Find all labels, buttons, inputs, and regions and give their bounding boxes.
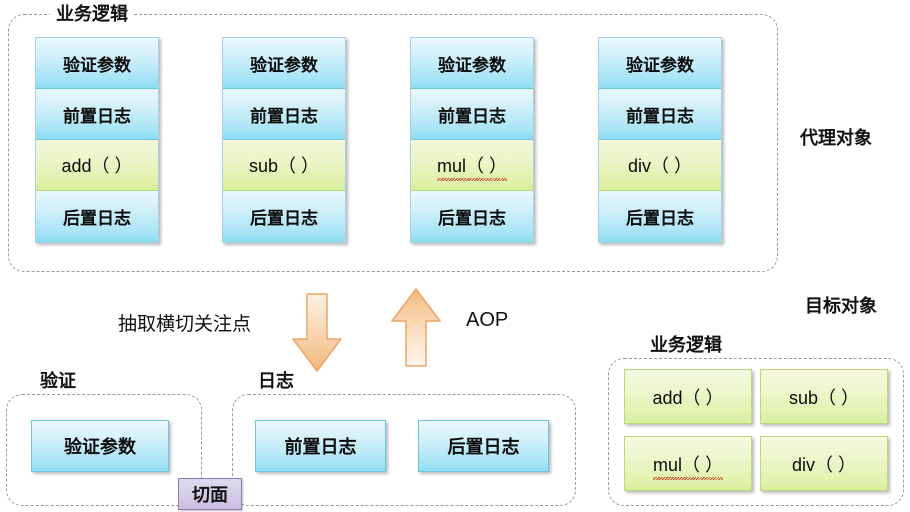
target-object-side-label: 目标对象 (805, 296, 877, 316)
target-business-logic-label: 业务逻辑 (644, 335, 728, 355)
proxy-cell-before-log: 前置日志 (599, 89, 721, 140)
proxy-cell-after-log: 后置日志 (411, 191, 533, 242)
proxy-cell-after-log: 后置日志 (36, 191, 158, 242)
validate-aspect-container (6, 394, 202, 506)
target-object-container (608, 358, 904, 506)
method-name-misspelled: mul（ ） (652, 451, 724, 480)
target-method-box: add（ ） (624, 369, 752, 424)
proxy-cell-method: mul（ ） (411, 140, 533, 191)
proxy-cell-validate: 验证参数 (599, 38, 721, 89)
proxy-method-column: 验证参数 前置日志 mul（ ） 后置日志 (410, 37, 534, 243)
proxy-cell-before-log: 前置日志 (411, 89, 533, 140)
method-name: add（ ） (61, 156, 133, 176)
validate-aspect-label: 验证 (34, 371, 82, 391)
proxy-cell-before-log: 前置日志 (36, 89, 158, 140)
target-method-box: sub（ ） (760, 369, 888, 424)
proxy-method-column: 验证参数 前置日志 div（ ） 后置日志 (598, 37, 722, 243)
log-aspect-container (232, 394, 576, 506)
proxy-object-side-label: 代理对象 (800, 128, 872, 148)
proxy-cell-after-log: 后置日志 (599, 191, 721, 242)
aspect-validate-param-box: 验证参数 (31, 420, 169, 472)
proxy-cell-method: sub（ ） (223, 140, 345, 191)
extract-crosscutting-concern-label: 抽取横切关注点 (118, 314, 252, 335)
method-name: sub（ ） (248, 156, 320, 176)
proxy-cell-before-log: 前置日志 (223, 89, 345, 140)
log-aspect-label: 日志 (252, 371, 300, 391)
method-name: div（ ） (627, 156, 692, 176)
down-arrow-icon (292, 293, 342, 372)
method-name: add（ ） (652, 387, 724, 408)
up-arrow-icon (391, 288, 441, 367)
proxy-cell-method: div（ ） (599, 140, 721, 191)
proxy-business-logic-label: 业务逻辑 (50, 4, 134, 24)
target-method-box: div（ ） (760, 436, 888, 491)
method-name: sub（ ） (788, 387, 860, 408)
proxy-cell-validate: 验证参数 (411, 38, 533, 89)
proxy-cell-validate: 验证参数 (223, 38, 345, 89)
aop-label: AOP (466, 309, 509, 331)
aspect-badge: 切面 (178, 478, 242, 510)
proxy-cell-method: add（ ） (36, 140, 158, 191)
proxy-method-column: 验证参数 前置日志 sub（ ） 后置日志 (222, 37, 346, 243)
target-method-box: mul（ ） (624, 436, 752, 491)
proxy-method-column: 验证参数 前置日志 add（ ） 后置日志 (35, 37, 159, 243)
aspect-before-log-box: 前置日志 (255, 420, 386, 472)
proxy-object-container (8, 14, 778, 272)
proxy-cell-after-log: 后置日志 (223, 191, 345, 242)
method-name: div（ ） (791, 454, 856, 475)
method-name-misspelled: mul（ ） (436, 152, 508, 181)
proxy-cell-validate: 验证参数 (36, 38, 158, 89)
aspect-after-log-box: 后置日志 (418, 420, 549, 472)
